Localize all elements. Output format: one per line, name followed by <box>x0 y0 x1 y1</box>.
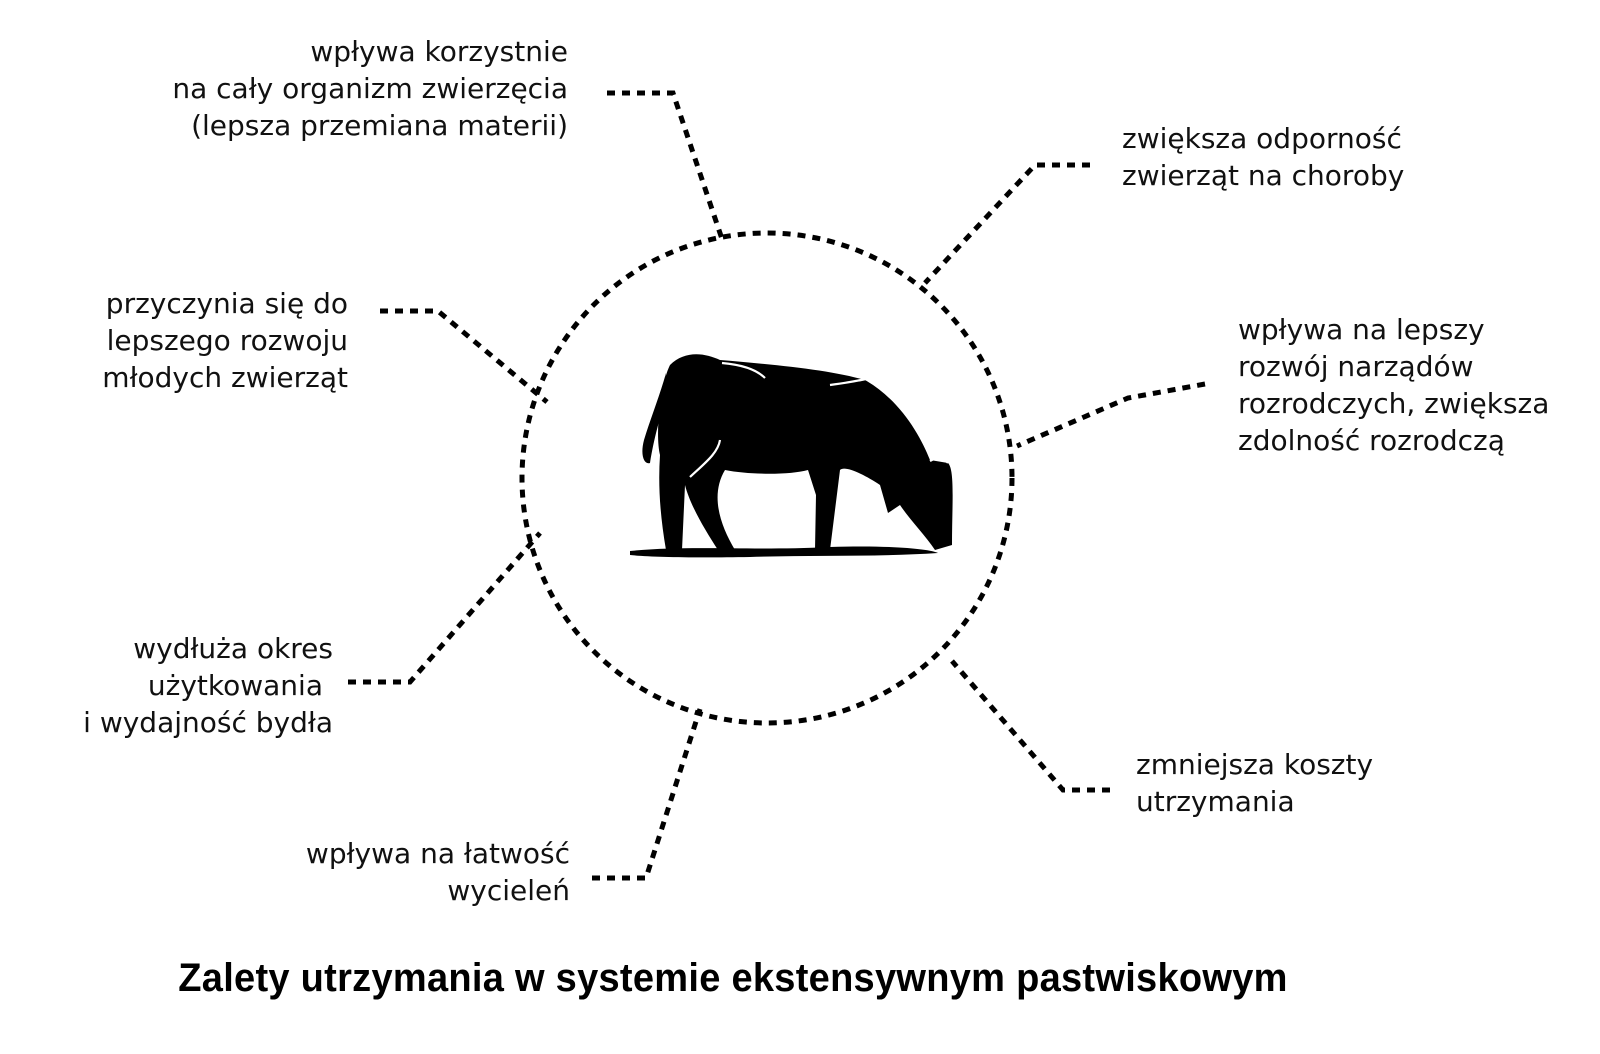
benefit-longevity-line-1: wydłuża okres <box>133 632 333 665</box>
benefit-organism: wpływa korzystnie na cały organizm zwier… <box>172 33 568 144</box>
benefit-calving-line-2: wycieleń <box>447 874 570 907</box>
benefit-longevity-line-2: użytkowania <box>147 669 323 702</box>
center-dashed-circle <box>519 230 1015 726</box>
benefit-costs: zmniejsza koszty utrzymania <box>1136 746 1373 820</box>
benefit-calving-line-1: wpływa na łatwość <box>305 837 570 870</box>
benefit-immunity-line-2: zwierząt na choroby <box>1122 159 1405 192</box>
benefit-costs-line-2: utrzymania <box>1136 785 1295 818</box>
benefit-organism-line-2: na cały organizm zwierzęcia <box>172 72 568 105</box>
grazing-cow-icon <box>630 354 953 558</box>
connector-reproduction <box>1016 381 1206 449</box>
benefit-reproduction: wpływa na lepszy rozwój narządów rozrodc… <box>1238 311 1549 459</box>
benefit-longevity: wydłuża okres użytkowania i wydajność by… <box>83 630 333 741</box>
benefit-young-line-1: przyczynia się do <box>105 287 348 320</box>
benefit-reproduction-line-3: rozrodczych, zwiększa <box>1238 387 1550 420</box>
benefit-immunity: zwiększa odporność zwierząt na choroby <box>1122 120 1404 194</box>
connector-organism <box>607 90 726 243</box>
connector-costs <box>950 659 1110 793</box>
benefit-longevity-line-3: i wydajność bydła <box>83 706 333 739</box>
diagram-title: Zalety utrzymania w systemie ekstensywny… <box>178 956 1288 1000</box>
benefit-organism-line-1: wpływa korzystnie <box>310 35 568 68</box>
benefit-reproduction-line-4: zdolność rozrodczą <box>1238 424 1505 457</box>
benefit-young-line-3: młodych zwierząt <box>102 361 348 394</box>
benefit-young: przyczynia się do lepszego rozwoju młody… <box>102 285 348 396</box>
benefit-costs-line-1: zmniejsza koszty <box>1136 748 1374 781</box>
benefit-reproduction-line-2: rozwój narządów <box>1238 350 1474 383</box>
connector-young <box>380 308 549 404</box>
benefit-young-line-2: lepszego rozwoju <box>106 324 348 357</box>
benefit-calving: wpływa na łatwość wycieleń <box>306 835 570 909</box>
connector-immunity <box>923 162 1090 285</box>
connector-longevity <box>348 531 542 685</box>
connector-calving <box>592 708 703 881</box>
benefit-reproduction-line-1: wpływa na lepszy <box>1238 313 1485 346</box>
benefit-organism-line-3: (lepsza przemiana materii) <box>191 109 568 142</box>
benefit-immunity-line-1: zwiększa odporność <box>1122 122 1402 155</box>
